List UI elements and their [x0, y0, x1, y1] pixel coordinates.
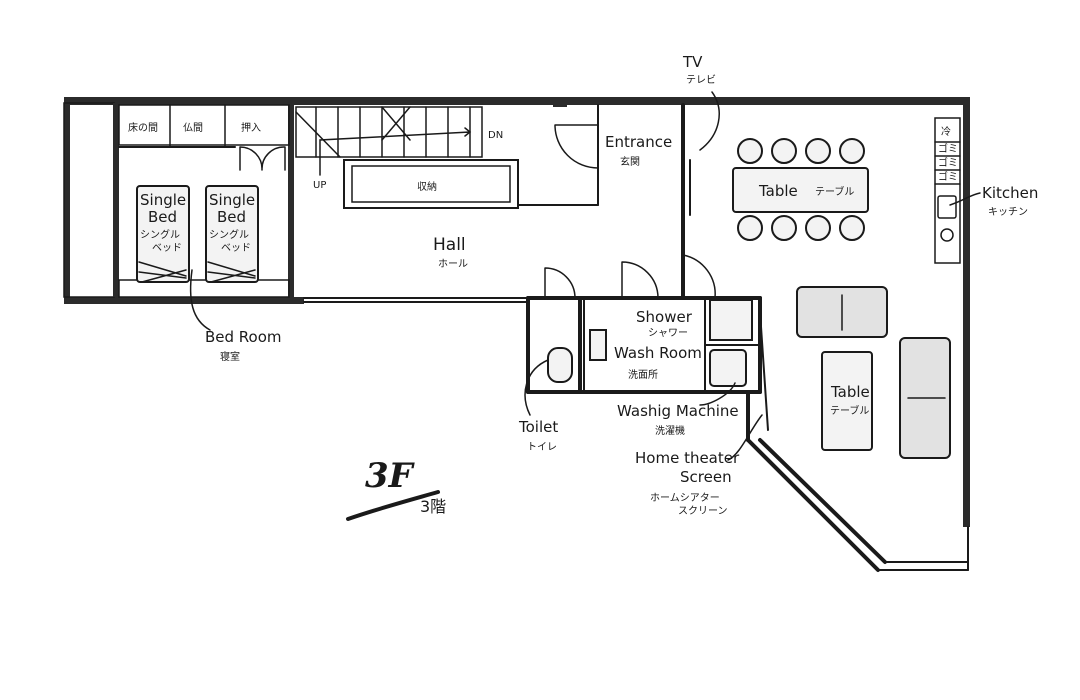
entrance [517, 103, 599, 206]
toilet-fixture [547, 347, 573, 383]
floor-title: 3F [365, 456, 416, 496]
home-theater-label-line2: Screen [680, 468, 732, 486]
bedroom-label: Bed Room [205, 328, 282, 346]
single-bed-2-jp-line2: ベッド [221, 242, 251, 254]
tv-label: TV [682, 53, 703, 71]
hall-label: Hall [433, 235, 466, 255]
bedroom-label-jp: 寝室 [220, 350, 240, 363]
home-theater-label-jp-line2: スクリーン [678, 505, 728, 517]
dining-table-label-jp: テーブル [815, 185, 854, 198]
kitchen-label: Kitchen [982, 184, 1038, 202]
kitchen-label-jp: キッチン [988, 206, 1028, 218]
living-dining [681, 103, 961, 459]
single-bed-2-label-line1: Single [209, 191, 255, 209]
living-table [821, 351, 873, 451]
staircase [295, 106, 519, 209]
tv-label-jp: テレビ [686, 74, 716, 86]
stair-down-label: DN [488, 130, 503, 141]
fridge-label: 冷 [941, 125, 951, 138]
single-bed-1-label-line1: Single [140, 191, 186, 209]
single-bed-2-jp-line1: シングル [209, 228, 249, 241]
washroom-label-jp: 洗面所 [628, 369, 658, 381]
floor-title-underline [346, 490, 440, 521]
hall-label-jp: ホール [438, 258, 468, 270]
bedroom-leader-line [189, 269, 211, 331]
stair-up-label: UP [313, 180, 326, 191]
trash-label-1: ゴミ [938, 142, 958, 155]
tokonoma-label: 床の間 [128, 121, 158, 134]
floor-title-jp: 3階 [420, 497, 446, 516]
toilet-label: Toilet [518, 418, 558, 436]
toilet-label-jp: トイレ [527, 442, 557, 453]
bedroom [113, 103, 294, 298]
single-bed-2-label-line2: Bed [217, 208, 246, 226]
exterior-walls [63, 97, 970, 572]
living-table-label-jp: テーブル [830, 404, 869, 417]
trash-label-2: ゴミ [938, 156, 958, 169]
home-theater-leader-line [727, 414, 763, 461]
washing-machine [709, 349, 747, 387]
home-theater-label-jp-line1: ホームシアター [650, 492, 720, 504]
single-bed-1 [136, 185, 190, 283]
entrance-label: Entrance [605, 133, 672, 151]
washing-machine-label-jp: 洗濯機 [655, 424, 685, 437]
entrance-label-jp: 玄関 [620, 155, 640, 168]
toilet-leader-line [524, 359, 549, 416]
washing-machine-leader-line [699, 382, 736, 406]
butsuma-label: 仏間 [183, 122, 203, 134]
oshiire-label: 押入 [241, 121, 261, 134]
single-bed-1-jp-line1: シングル [140, 228, 180, 241]
storage-label: 収納 [417, 180, 437, 193]
single-bed-1-jp-line2: ベッド [152, 242, 182, 254]
dining-table [732, 167, 869, 213]
shower-label-jp: シャワー [648, 328, 688, 339]
washroom-label: Wash Room [614, 344, 702, 362]
wash-basin [589, 329, 607, 361]
shower-label: Shower [636, 308, 693, 326]
tv-leader-line [699, 91, 720, 151]
single-bed-2 [205, 185, 259, 283]
kitchen-leader-line [949, 192, 981, 206]
washing-machine-label: Washig Machine [617, 402, 739, 420]
wash-block [526, 261, 762, 394]
dining-table-label: Table [758, 182, 798, 200]
single-bed-1-label-line2: Bed [148, 208, 177, 226]
shower-tray [709, 299, 753, 341]
living-table-label: Table [830, 383, 870, 401]
home-theater-label-line1: Home theater [635, 449, 740, 467]
trash-label-3: ゴミ [938, 170, 958, 183]
